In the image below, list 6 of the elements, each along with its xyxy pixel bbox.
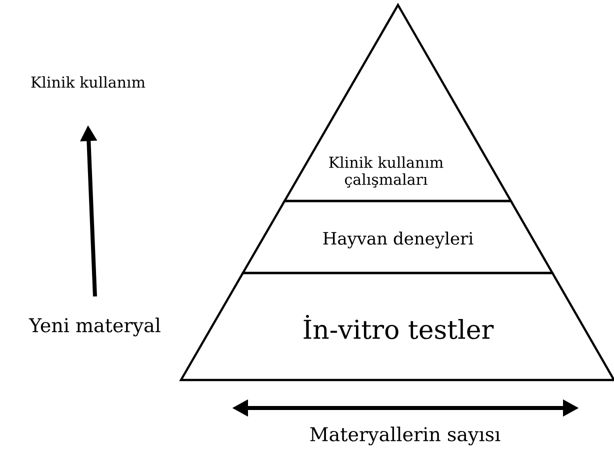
axis-label: Yeni materyal xyxy=(28,318,160,336)
axis-label: Materyallerin sayısı xyxy=(310,426,500,446)
tier-label: İn-vitro testler xyxy=(304,314,494,340)
tier-label: Klinik kullanım çalışmaları xyxy=(329,156,444,188)
tier-label: Hayvan deneyleri xyxy=(323,232,474,248)
axis-label: Klinik kullanım xyxy=(31,76,146,88)
